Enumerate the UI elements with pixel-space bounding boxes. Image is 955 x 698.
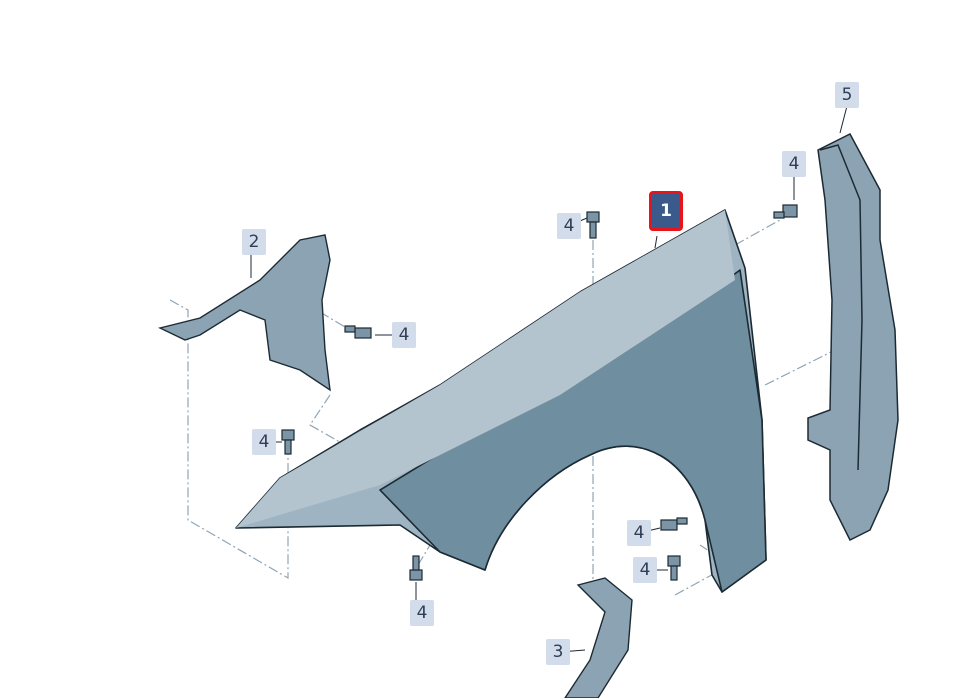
callout-part-5[interactable]: 5 bbox=[835, 82, 859, 108]
callout-part-2[interactable]: 2 bbox=[242, 229, 266, 255]
callout-part-4[interactable]: 4 bbox=[633, 557, 657, 583]
bracket-part-2 bbox=[157, 234, 331, 392]
fender-part bbox=[235, 209, 767, 593]
liner-part-5 bbox=[807, 133, 899, 542]
callout-part-3[interactable]: 3 bbox=[546, 639, 570, 665]
callout-part-4[interactable]: 4 bbox=[252, 429, 276, 455]
callout-part-4[interactable]: 4 bbox=[782, 151, 806, 177]
callout-part-4[interactable]: 4 bbox=[392, 322, 416, 348]
callout-part-4[interactable]: 4 bbox=[410, 600, 434, 626]
bolts bbox=[281, 204, 798, 581]
callout-part-1[interactable]: 1 bbox=[649, 191, 683, 231]
callout-part-4[interactable]: 4 bbox=[627, 520, 651, 546]
bracket-part-3 bbox=[564, 577, 633, 698]
callout-part-4[interactable]: 4 bbox=[557, 213, 581, 239]
